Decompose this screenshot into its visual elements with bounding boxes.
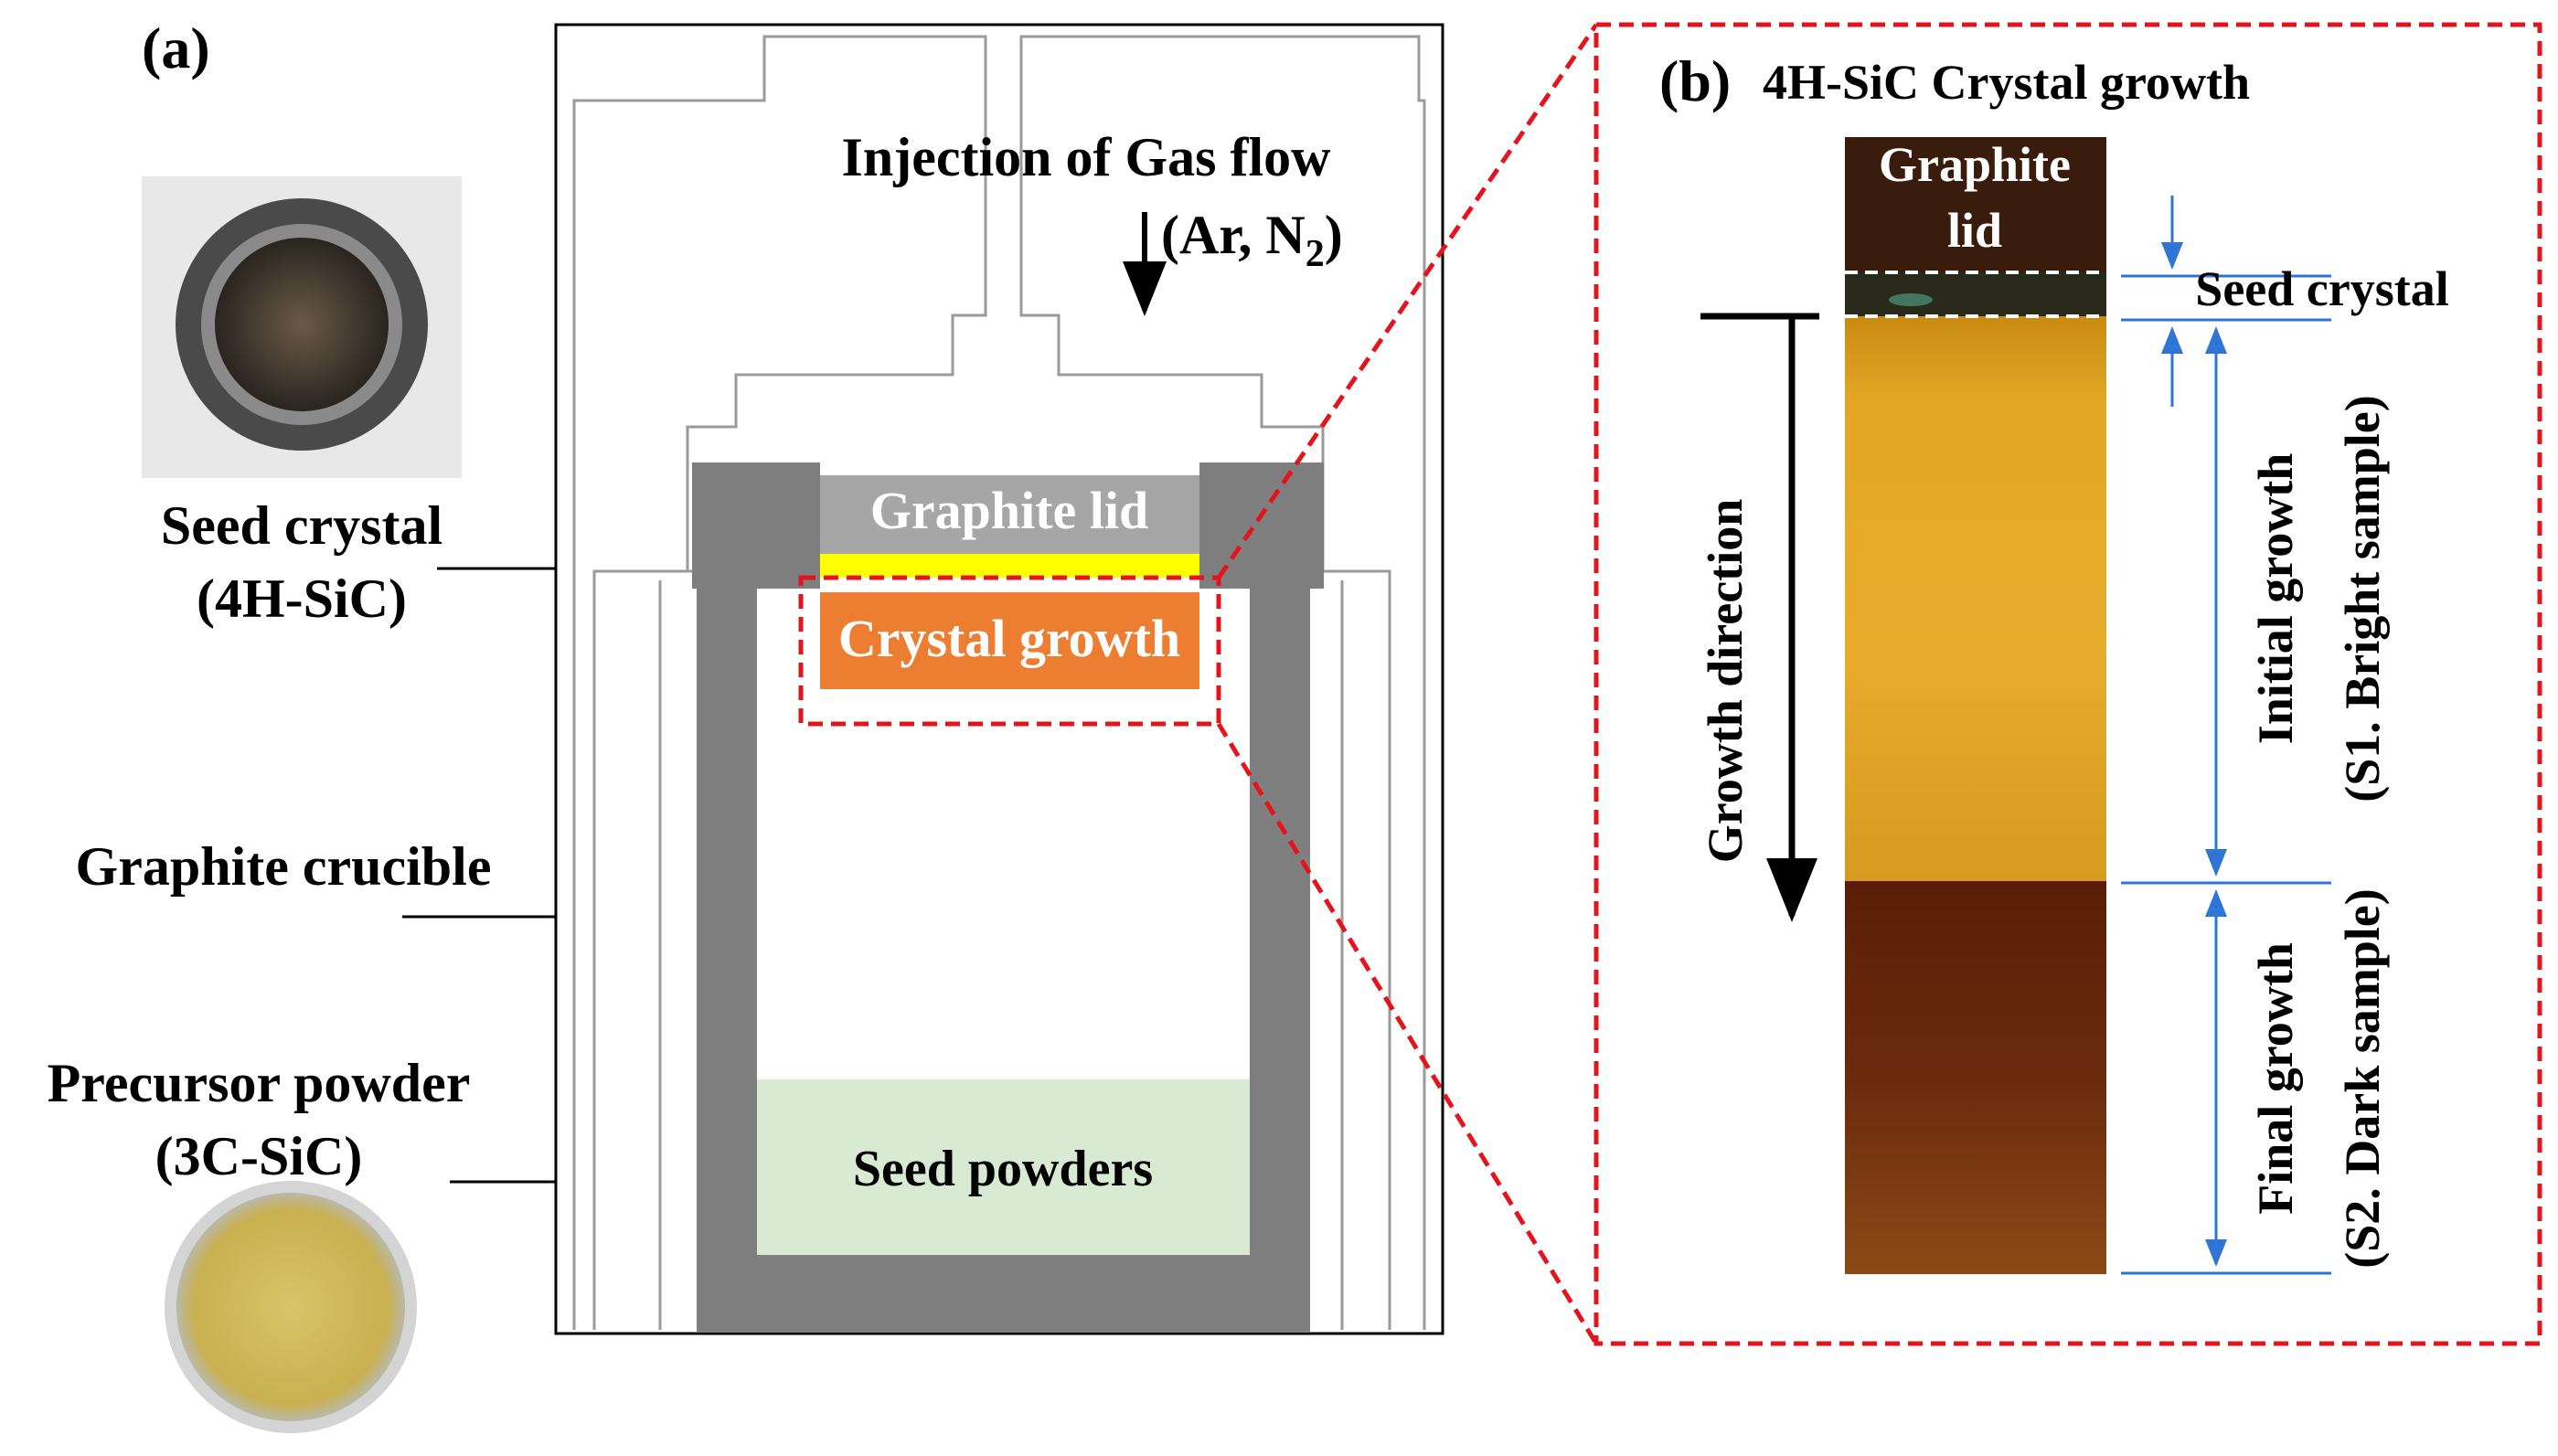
furnace-diagram: Injection of Gas flow (Ar, N2) Graphite … [554,23,1444,1335]
seed-crystal-label: Seed crystal [161,495,442,556]
precursor-powder-photo [165,1181,417,1433]
initial-growth-label: Initial growth [2248,453,2303,745]
initial-growth-sub-label: (S1. Bright sample) [2335,395,2390,802]
graphite-lid [820,475,1199,554]
panel-b-title: 4H-SiC Crystal growth [1763,55,2250,110]
crucible-top-right-block [1199,462,1324,589]
crystal-growth-label: Crystal growth [838,609,1180,668]
panel-a: (a) Seed crystal (4H-SiC) Graphite cruci… [48,16,1599,1433]
zoom-connector-top [1216,23,1599,579]
crystal-growth-block [820,592,1199,689]
measurement-lines [2121,196,2331,1275]
panel-b-label: (b) [1659,48,1731,113]
photo-graphite-lid [1845,137,2106,272]
seed-powders-label: Seed powders [853,1141,1153,1197]
final-growth-label: Final growth [2248,942,2303,1215]
precursor-powder-sub-label: (3C-SiC) [155,1126,363,1186]
growth-direction-label: Growth direction [1698,499,1753,864]
seed-crystal-b-label: Seed crystal [2195,261,2448,316]
gas-flow-label: Injection of Gas flow [842,127,1332,187]
photo-seed-crystal [1845,272,2106,316]
crucible-left-wall [697,589,757,1333]
panel-a-label: (a) [142,16,210,80]
seed-powders-block [757,1079,1250,1255]
photo-bright-region [1845,316,2106,881]
graphite-lid-label: Graphite lid [870,481,1149,540]
seed-crystal-photo [142,176,462,478]
gas-formula: (Ar, N2) [1161,205,1343,275]
crystal-photo: Graphite lid [1845,137,2106,1274]
photo-graphite-label-line1: Graphite [1879,137,2071,192]
zoom-connector-bottom [1216,722,1599,1345]
seed-crystal-layer [820,554,1199,578]
crucible-bottom [757,1255,1250,1333]
precursor-powder-label: Precursor powder [48,1053,471,1113]
crucible-top-left-block [692,462,820,589]
photo-graphite-label-line2: lid [1947,203,2002,258]
photo-dark-region [1845,881,2106,1274]
graphite-crucible-label: Graphite crucible [76,836,492,897]
crucible-right-wall [1250,589,1310,1333]
panel-b: (b) 4H-SiC Crystal growth Graphite lid G… [1593,22,2542,1346]
final-growth-sub-label: (S2. Dark sample) [2335,888,2390,1269]
seed-crystal-sub-label: (4H-SiC) [197,569,407,629]
zoom-selection-box [798,575,1221,727]
